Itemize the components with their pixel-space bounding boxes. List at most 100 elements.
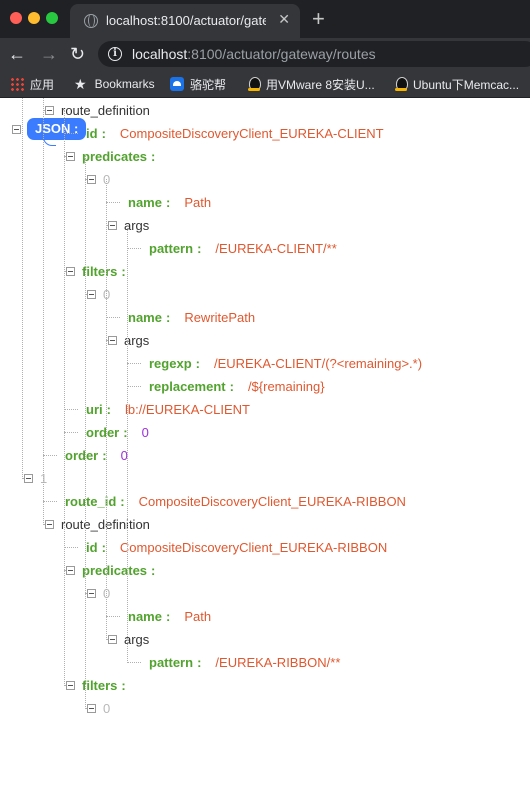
array-index: 0 (103, 701, 111, 716)
tree-connector (43, 455, 57, 456)
tree-guide-line (43, 98, 44, 525)
back-arrow-icon[interactable]: ← (8, 44, 26, 64)
json-key: order (65, 448, 99, 463)
key-separator: : (106, 402, 111, 417)
collapse-toggle-icon[interactable] (108, 336, 117, 345)
tux-icon (395, 77, 408, 91)
json-value: 0 (120, 448, 128, 463)
camel-icon (170, 77, 184, 91)
collapse-toggle-icon[interactable] (108, 221, 117, 230)
tree-connector (64, 432, 78, 433)
json-key: route_id (65, 494, 117, 509)
array-index-row: 0 (103, 697, 110, 720)
close-tab-icon[interactable]: ✕ (278, 11, 290, 27)
json-key: args (124, 333, 150, 348)
tree-connector (43, 501, 57, 502)
collapse-toggle-icon[interactable] (108, 635, 117, 644)
close-window-button[interactable] (10, 12, 22, 24)
tree-connector (127, 248, 141, 249)
collapse-toggle-icon[interactable] (45, 106, 54, 115)
collapse-toggle-icon[interactable] (66, 267, 75, 276)
json-row: pattern:/EUREKA-CLIENT/** (149, 237, 337, 260)
key-separator: : (101, 126, 106, 141)
collapse-toggle-icon[interactable] (66, 681, 75, 690)
reload-icon[interactable]: ↻ (70, 44, 86, 64)
tree-connector (64, 547, 78, 548)
collapse-toggle-icon[interactable] (87, 704, 96, 713)
json-key: name (128, 195, 162, 210)
collapse-toggle-icon[interactable] (66, 152, 75, 161)
json-key: predicates (82, 563, 148, 578)
json-row: regexp:/EUREKA-CLIENT/(?<remaining>.*) (149, 352, 422, 375)
maximize-window-button[interactable] (46, 12, 58, 24)
json-value: CompositeDiscoveryClient_EUREKA-CLIENT (119, 126, 384, 141)
json-row: uri:lb://EUREKA-CLIENT (86, 398, 250, 421)
tree-guide-line (22, 98, 23, 479)
json-value: Path (184, 195, 212, 210)
json-row: id: CompositeDiscoveryClient_EUREKA-CLIEN… (86, 122, 384, 145)
json-key: id (86, 126, 98, 141)
json-key: args (124, 218, 150, 233)
json-key: pattern (149, 655, 194, 670)
json-key: id (86, 540, 98, 555)
key-separator: : (197, 241, 202, 256)
bookmark-vmware[interactable]: 用VMware 8安装U... (248, 76, 375, 93)
json-value: RewritePath (184, 310, 256, 325)
key-separator: : (121, 264, 126, 279)
tree-connector (106, 317, 120, 318)
json-tree: JSON : 0route_id:CompositeDiscoveryClien… (0, 98, 530, 800)
collapse-toggle-icon[interactable] (87, 290, 96, 299)
browser-tab[interactable]: localhost:8100/actuator/gateway/routes ✕ (70, 4, 300, 38)
url-text[interactable]: localhost:8100/actuator/gateway/routes (132, 46, 376, 62)
key-separator: : (120, 494, 125, 509)
collapse-toggle-icon[interactable] (87, 175, 96, 184)
navigation-toolbar: ← → ↻ i localhost:8100/actuator/gateway/… (0, 38, 530, 70)
key-separator: : (101, 540, 106, 555)
forward-arrow-icon[interactable]: → (40, 44, 58, 64)
bookmark-camel[interactable]: 骆驼帮 (170, 76, 226, 93)
tree-guide-line (64, 110, 65, 686)
tab-bar: localhost:8100/actuator/gateway/routes ✕… (0, 0, 530, 38)
bookmark-memcache[interactable]: Ubuntu下Memcac... (395, 76, 519, 93)
info-icon[interactable]: i (108, 47, 122, 61)
collapse-toggle-icon[interactable] (45, 520, 54, 529)
address-bar[interactable]: i localhost:8100/actuator/gateway/routes (98, 41, 530, 67)
tree-connector (106, 202, 120, 203)
key-separator: : (151, 149, 156, 164)
collapse-toggle-icon[interactable] (87, 589, 96, 598)
json-key: predicates (82, 149, 148, 164)
new-tab-button[interactable]: + (312, 6, 325, 31)
tree-connector (64, 409, 78, 410)
tux-icon (248, 77, 261, 91)
json-row: filters: (82, 260, 140, 283)
json-value: /EUREKA-CLIENT/(?<remaining>.*) (213, 356, 423, 371)
json-viewer: JSON : 0route_id:CompositeDiscoveryClien… (0, 98, 530, 800)
globe-icon (84, 14, 98, 28)
collapse-toggle-icon[interactable] (24, 474, 33, 483)
collapse-toggle-icon[interactable] (66, 566, 75, 575)
json-row: filters: (82, 674, 140, 697)
key-separator: : (197, 655, 202, 670)
json-row: args (124, 214, 149, 237)
tree-guide-line (85, 156, 86, 709)
json-row: order:0 (65, 444, 128, 467)
collapse-toggle-icon[interactable] (12, 125, 21, 134)
key-separator: : (229, 379, 234, 394)
minimize-window-button[interactable] (28, 12, 40, 24)
json-row: order:0 (86, 421, 149, 444)
tab-title: localhost:8100/actuator/gateway/routes (106, 13, 266, 28)
json-key: args (124, 632, 150, 647)
apps-grid-icon (10, 77, 24, 91)
json-row: route_id: CompositeDiscoveryClient_EUREKA… (65, 490, 406, 513)
bookmark-bookmarks[interactable]: ★Bookmarks (74, 76, 155, 92)
json-key: filters (82, 678, 118, 693)
tree-connector (127, 386, 141, 387)
json-value: 0 (141, 425, 149, 440)
json-value: CompositeDiscoveryClient_EUREKA-RIBBON (119, 540, 388, 555)
key-separator: : (165, 609, 171, 624)
json-row: predicates: (82, 559, 169, 582)
json-key: pattern (149, 241, 194, 256)
json-value: CompositeDiscoveryClient_EUREKA-RIBBON (138, 494, 406, 509)
tree-connector (64, 133, 78, 134)
bookmark-apps[interactable]: 应用 (10, 76, 54, 93)
